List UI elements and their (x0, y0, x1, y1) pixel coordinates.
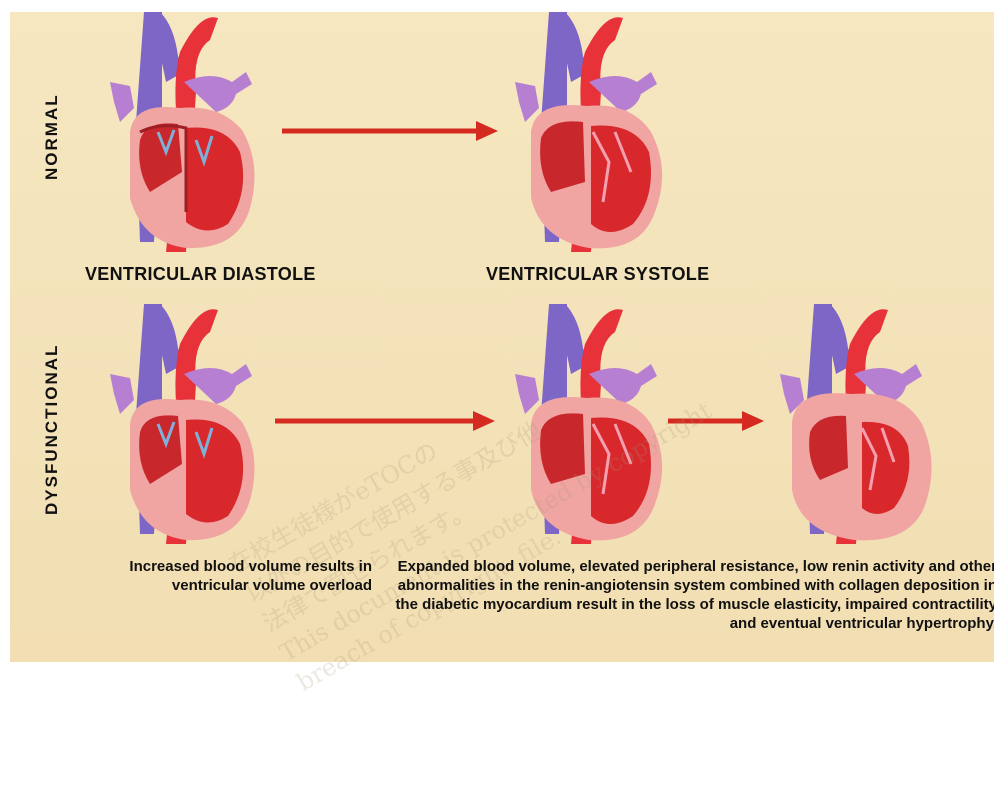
row-label-normal: NORMAL (42, 93, 62, 180)
caption-hypertrophy: Expanded blood volume, elevated peripher… (385, 557, 994, 633)
arrow-dysfunctional-2 (668, 408, 768, 434)
heart-dysfunctional-systole (505, 304, 675, 544)
diagram-panel: NORMAL DYSFUNCTIONAL (10, 12, 994, 662)
heart-normal-systole (505, 12, 675, 252)
stage-label-diastole: VENTRICULAR DIASTOLE (85, 264, 316, 285)
arrow-normal (282, 118, 502, 144)
heart-dysfunctional-diastole (100, 304, 270, 544)
row-label-dysfunctional: DYSFUNCTIONAL (42, 344, 62, 515)
caption-volume-overload: Increased blood volume results in ventri… (52, 557, 372, 595)
heart-normal-diastole (100, 12, 270, 252)
arrow-dysfunctional-1 (275, 408, 500, 434)
stage-label-systole: VENTRICULAR SYSTOLE (486, 264, 709, 285)
heart-hypertrophy (770, 304, 940, 544)
